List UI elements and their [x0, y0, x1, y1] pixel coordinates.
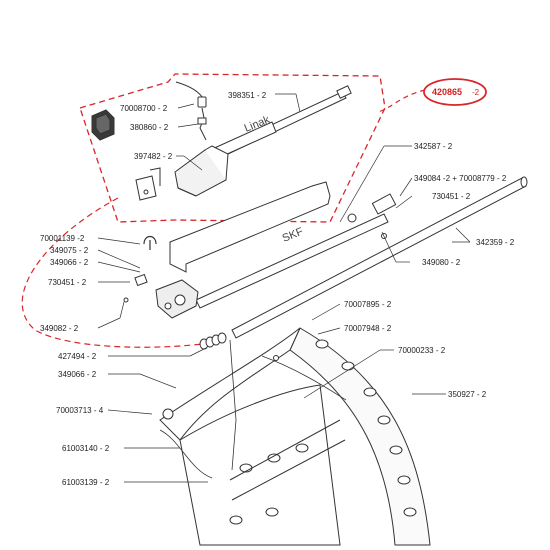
callout-70007895: 70007895 - 2 [344, 300, 392, 309]
linak-actuator [174, 85, 352, 197]
mounting-bracket [135, 167, 161, 201]
callout-349084: 349084 -2 + 70008779 - 2 [414, 174, 507, 183]
callout-427494: 427494 - 2 [58, 352, 97, 361]
callout-349080: 349080 - 2 [422, 258, 461, 267]
callout-349066-a: 349066 - 2 [50, 258, 89, 267]
curved-frame-350927 [159, 327, 431, 546]
long-rod-342359 [231, 176, 528, 339]
callout-380860: 380860 - 2 [130, 123, 169, 132]
spring-427494 [199, 332, 227, 350]
callout-61003139: 61003139 - 2 [62, 478, 110, 487]
callout-61003140: 61003140 - 2 [62, 444, 110, 453]
callout-349082: 349082 - 2 [40, 324, 79, 333]
callout-398351: 398351 - 2 [228, 91, 267, 100]
linkage-arm [169, 181, 331, 273]
callout-342359: 342359 - 2 [476, 238, 515, 247]
main-shaft-342587 [195, 213, 389, 309]
callout-349066-b: 349066 - 2 [58, 370, 97, 379]
brand-skf: SKF [281, 226, 306, 245]
control-box [91, 109, 115, 141]
actuator-group-boundary [79, 73, 386, 223]
cable-plug [175, 81, 207, 141]
leader-lines [97, 93, 471, 483]
callout-70001139: 70001139 -2 [40, 234, 85, 243]
callout-730451-a: 730451 - 2 [432, 192, 471, 201]
callout-labels: 70008700 - 2 398351 - 2 380860 - 2 39748… [40, 91, 515, 487]
highlighted-part-number: 420865 [432, 87, 462, 97]
highlight-leader-dashed [377, 89, 426, 113]
callout-70008700: 70008700 - 2 [120, 104, 168, 113]
callout-349075: 349075 - 2 [50, 246, 89, 255]
group-to-motor-dashed [21, 197, 211, 348]
hook-70001139 [143, 235, 157, 250]
callout-350927: 350927 - 2 [448, 390, 487, 399]
highlighted-part-qty: -2 [472, 88, 480, 97]
callout-342587: 342587 - 2 [414, 142, 453, 151]
callout-397482: 397482 - 2 [134, 152, 173, 161]
motor-end-housing [123, 273, 199, 319]
callout-730451-b: 730451 - 2 [48, 278, 87, 287]
bearing-coupler [347, 193, 397, 239]
wiring-harness [159, 339, 347, 479]
callout-70007948: 70007948 - 2 [344, 324, 392, 333]
callout-70000233: 70000233 - 2 [398, 346, 446, 355]
highlight-ring [423, 78, 487, 106]
callout-70003713: 70003713 - 4 [56, 406, 104, 415]
